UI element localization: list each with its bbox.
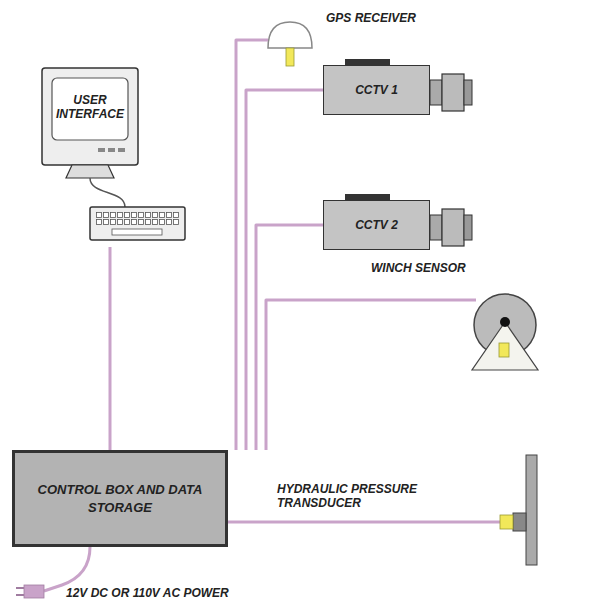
camera-box: CCTV 2: [323, 200, 430, 250]
gps-node: GPS RECEIVER: [262, 2, 442, 72]
monitor-node: USER INTERFACE: [40, 65, 192, 247]
node-label: USER INTERFACE: [53, 93, 127, 121]
cable: [236, 40, 262, 450]
keyboard-drawing: [90, 207, 185, 240]
transducer-node: HYDRAULIC PRESSURE TRANSDUCER: [265, 478, 555, 563]
power-label: 12V DC OR 110V AC POWER: [66, 586, 229, 600]
monitor-drawing: [42, 68, 138, 207]
camera-box: CCTV 1: [323, 65, 430, 115]
cable: [246, 90, 323, 450]
cable: [228, 521, 265, 524]
cable: [109, 247, 112, 450]
node-label: HYDRAULIC PRESSURE TRANSDUCER: [277, 482, 427, 510]
node-label: CONTROL BOX AND DATA STORAGE: [21, 481, 219, 517]
winch-reel: [365, 294, 538, 370]
node-label: WINCH SENSOR: [371, 261, 501, 275]
node-label: CCTV 2: [355, 218, 398, 232]
winch-node: WINCH SENSOR: [365, 255, 560, 375]
transducer-pipe: [265, 455, 537, 565]
gps-dome: [262, 22, 312, 66]
node-label: GPS RECEIVER: [326, 11, 436, 25]
control-box: CONTROL BOX AND DATA STORAGE: [12, 450, 228, 547]
node-label: CCTV 1: [355, 83, 398, 97]
cable: [266, 300, 365, 450]
